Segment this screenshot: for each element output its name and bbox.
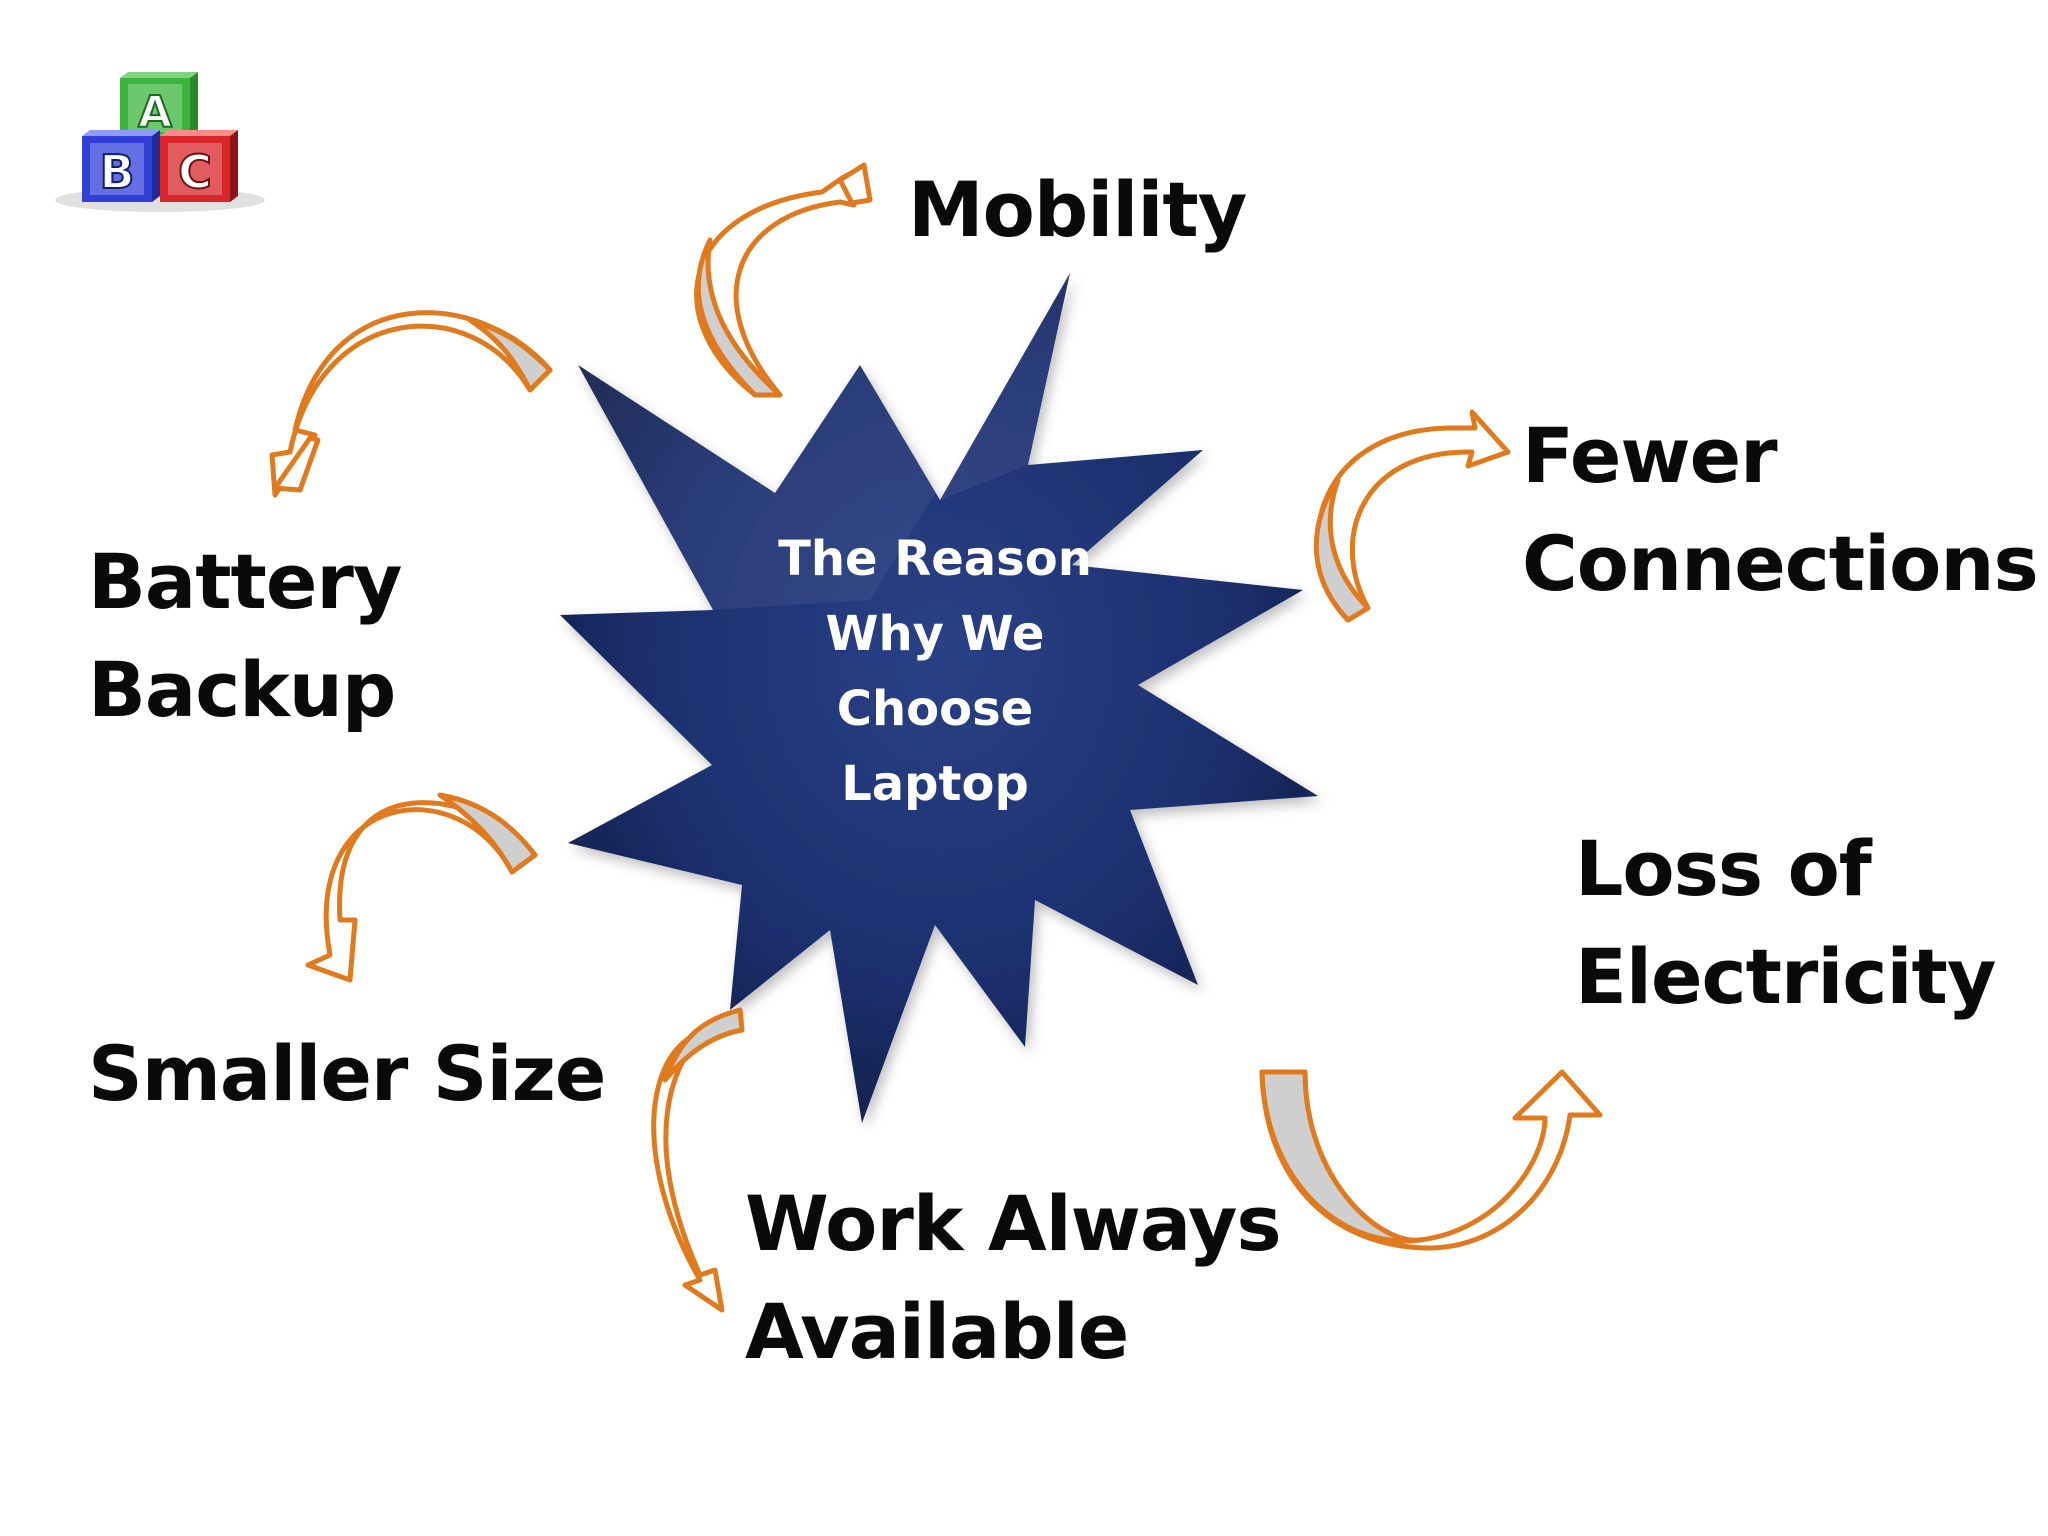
reason-fewer-connections-line-2: Connections: [1522, 519, 2039, 608]
reason-loss-of-electricity-line-1: Loss of: [1575, 824, 1872, 913]
reason-loss-of-electricity: Loss of Electricity: [1575, 815, 1996, 1031]
reason-smaller-size: Smaller Size: [88, 1020, 606, 1128]
center-line-1: The Reason: [778, 531, 1092, 587]
abc-blocks-logo: A B C: [55, 72, 265, 212]
reason-work-always-available: Work Always Available: [745, 1170, 1282, 1386]
logo-letter-b: B: [99, 145, 134, 199]
curved-arrow-icon-to-loss-of-electricity: [1259, 1069, 1603, 1251]
curved-arrow-icon-to-mobility: [694, 162, 873, 398]
reason-mobility: Mobility: [908, 156, 1247, 264]
reason-smaller-size-line-1: Smaller Size: [88, 1029, 606, 1118]
center-line-3: Choose: [836, 681, 1034, 737]
reason-work-always-available-line-2: Available: [745, 1287, 1129, 1376]
logo-letter-c: C: [178, 145, 212, 199]
curved-arrow-icon-to-battery-backup: [269, 310, 553, 498]
center-line-2: Why We: [825, 606, 1045, 662]
center-star-text: The Reason Why We Choose Laptop: [735, 522, 1135, 822]
reason-fewer-connections-line-1: Fewer: [1522, 411, 1778, 500]
curved-arrow-icon-to-smaller-size: [305, 792, 538, 983]
reason-battery-backup: Battery Backup: [88, 528, 402, 744]
center-star-burst: [560, 273, 1318, 1123]
curved-arrow-icon-to-fewer-connections: [1313, 409, 1511, 623]
reason-mobility-line-1: Mobility: [908, 165, 1247, 254]
logo-letter-a: A: [138, 87, 172, 138]
reason-loss-of-electricity-line-2: Electricity: [1575, 932, 1996, 1021]
curved-arrow-icon-to-work-always-available: [651, 1007, 745, 1313]
reason-battery-backup-line-1: Battery: [88, 537, 402, 626]
reason-fewer-connections: Fewer Connections: [1522, 402, 2039, 618]
center-line-4: Laptop: [841, 756, 1029, 812]
reason-work-always-available-line-1: Work Always: [745, 1179, 1282, 1268]
reason-battery-backup-line-2: Backup: [88, 645, 396, 734]
